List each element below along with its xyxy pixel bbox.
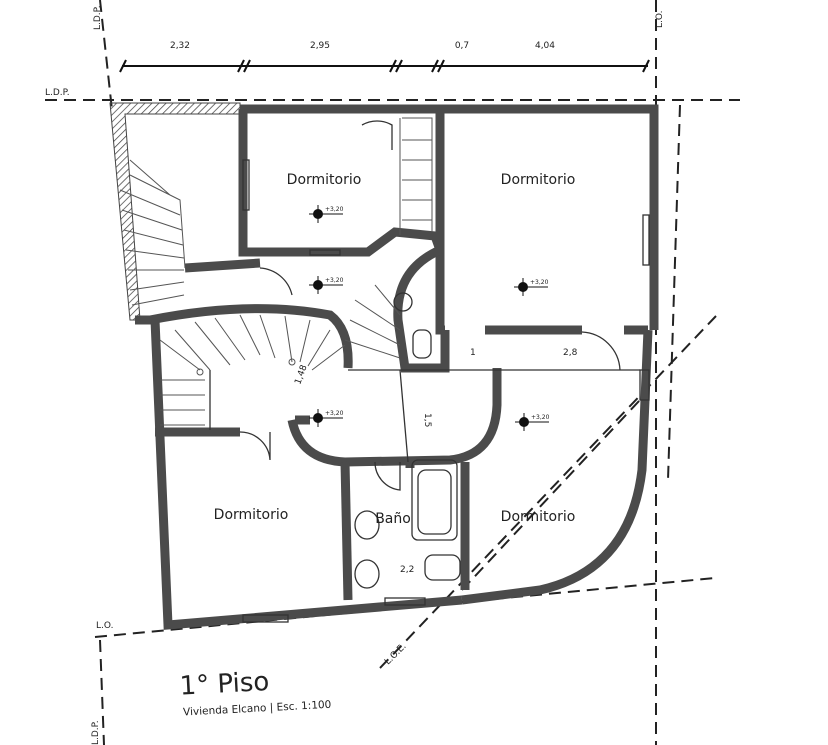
room-label: Baño <box>375 511 411 527</box>
interior-walls <box>149 109 648 601</box>
loe-label: L.O.E. <box>383 642 408 667</box>
lateral-dashed-line <box>667 104 681 481</box>
room-label: Dormitorio <box>214 507 289 523</box>
bathtub <box>411 459 458 541</box>
level-marks: +3,20 +3,20 +3,20 +3,20 +3,20 <box>309 205 550 431</box>
diagonal-dashed-line <box>461 399 641 591</box>
dimension-label: 2,32 <box>170 41 190 51</box>
dimension-line <box>119 59 650 73</box>
plan-title: 1° Piso <box>179 667 270 702</box>
window <box>309 249 341 256</box>
room-label: Dormitorio <box>501 509 576 525</box>
plan-subtitle: Vivienda Elcano | Esc. 1:100 <box>183 699 332 719</box>
dimension-label: 4,04 <box>535 41 555 51</box>
level-label: +3,20 <box>325 206 344 213</box>
loe-diagonal-line <box>379 315 717 669</box>
staircase <box>119 117 433 426</box>
lo-label: L.O. <box>96 621 113 631</box>
level-label: +3,20 <box>325 277 344 284</box>
dimension-label: 1,48 <box>293 364 309 387</box>
level-label: +3,20 <box>325 410 344 417</box>
level-label: +3,20 <box>531 414 550 421</box>
toilet <box>412 329 432 359</box>
window <box>639 369 650 401</box>
bathroom-fixtures <box>354 292 461 589</box>
ldp-label: L.D.P. <box>45 88 70 98</box>
level-label: +3,20 <box>530 279 549 286</box>
dimension-label: 1,5 <box>422 413 432 427</box>
ldp-vertical-line-bottom <box>99 639 105 745</box>
dimension-label: 1 <box>470 348 476 358</box>
dimension-label: 0,7 <box>455 41 469 51</box>
dimension-label: 2,8 <box>563 348 578 358</box>
toilet <box>424 554 461 581</box>
sink <box>393 292 413 312</box>
ldp-label-bottom: L.D.P. <box>91 720 101 745</box>
party-wall-hatch <box>109 102 241 321</box>
dimension-label: 2,95 <box>310 41 330 51</box>
dimension-label: 2,2 <box>400 565 414 575</box>
room-label: Dormitorio <box>501 172 576 188</box>
window <box>384 597 426 606</box>
room-label: Dormitorio <box>287 172 362 188</box>
lo-label-top: L.O. <box>655 11 665 28</box>
exterior-walls <box>135 104 659 630</box>
sink <box>354 510 380 540</box>
window <box>642 214 650 266</box>
sink <box>354 559 380 589</box>
window <box>242 614 289 623</box>
ldp-label-top: L.D.P. <box>93 5 103 30</box>
window <box>242 159 250 211</box>
thin-lines <box>209 120 650 623</box>
title-block: 1° Piso Vivienda Elcano | Esc. 1:100 <box>179 667 332 719</box>
